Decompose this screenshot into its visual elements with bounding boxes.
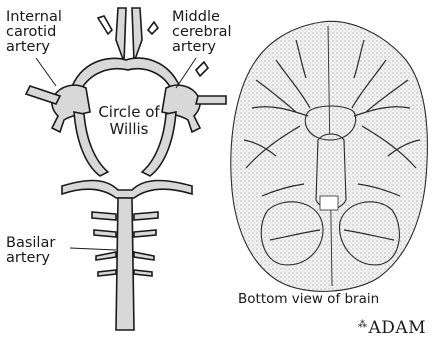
circle-of-willis-diagram bbox=[26, 8, 226, 330]
adam-logo: ⁂ADAM bbox=[358, 318, 426, 336]
label-bottom-view-of-brain: Bottom view of brain bbox=[238, 292, 379, 307]
registered-mark-icon: ⁂ bbox=[358, 320, 368, 330]
label-internal-carotid-artery: Internal carotid artery bbox=[6, 10, 62, 55]
label-basilar-artery: Basilar artery bbox=[6, 236, 55, 266]
label-middle-cerebral-artery: Middle cerebral artery bbox=[172, 10, 232, 55]
adam-logo-text: ADAM bbox=[369, 318, 427, 338]
brain-bottom-view bbox=[231, 21, 428, 291]
label-circle-of-willis: Circle of Willis bbox=[80, 104, 178, 138]
